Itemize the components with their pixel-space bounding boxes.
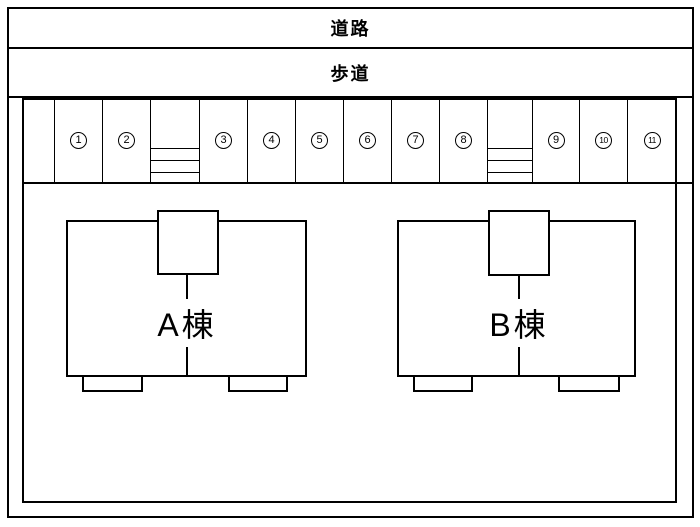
parking-stall-11: 11	[628, 98, 677, 182]
stall-number-circle: 5	[311, 131, 328, 149]
building-b-label: B棟	[483, 299, 555, 347]
parking-stall-7: 7	[392, 98, 440, 182]
stall-number-circle: 8	[455, 131, 472, 149]
building-a-foot-left	[82, 377, 143, 392]
road-label: 道路	[330, 19, 371, 39]
sidewalk-label: 歩道	[330, 63, 371, 84]
building-b-foot-right	[558, 377, 620, 392]
parking-stall-8: 8	[440, 98, 488, 182]
stall-number-circle: 4	[263, 131, 280, 149]
site-boundary-rect	[22, 98, 677, 503]
parking-spacer-right	[677, 98, 694, 182]
parking-stall-2: 2	[103, 98, 151, 182]
stair-step-line	[488, 160, 532, 161]
parking-row: 1 2 3 4 5 6 7 8	[22, 98, 694, 184]
stall-number-circle: 7	[407, 131, 424, 149]
building-b-foot-left	[413, 377, 473, 392]
parking-stall-4: 4	[248, 98, 296, 182]
building-a-label: A棟	[151, 299, 223, 347]
parking-stall-6: 6	[344, 98, 392, 182]
stall-number-circle: 3	[215, 131, 232, 149]
parking-stall-5: 5	[296, 98, 344, 182]
parking-stall-1: 1	[55, 98, 103, 182]
stall-number-circle: 6	[359, 131, 376, 149]
parking-stall-10: 10	[580, 98, 628, 182]
stair-step-line	[488, 172, 532, 173]
stall-number-circle: 9	[547, 131, 565, 149]
parking-spacer-left	[22, 98, 55, 182]
road-band: 道路	[9, 9, 692, 49]
stair-step-line	[151, 148, 199, 149]
stall-number-circle: 10	[595, 131, 612, 149]
stair-step-line	[151, 160, 199, 161]
parking-stall-9: 9	[533, 98, 580, 182]
stairs-entrance-cell-1	[151, 98, 200, 182]
building-a-entrance-tower	[157, 210, 219, 275]
building-b-entrance-tower	[488, 210, 550, 276]
stair-step-line	[488, 148, 532, 149]
stairs-entrance-cell-2	[488, 98, 533, 182]
stall-number-circle: 1	[70, 131, 87, 149]
stall-number-circle: 2	[118, 131, 135, 149]
sidewalk-band: 歩道	[9, 49, 692, 98]
stair-step-line	[151, 172, 199, 173]
building-a-foot-right	[228, 377, 288, 392]
stall-number-circle: 11	[643, 131, 661, 149]
parking-stall-3: 3	[200, 98, 248, 182]
